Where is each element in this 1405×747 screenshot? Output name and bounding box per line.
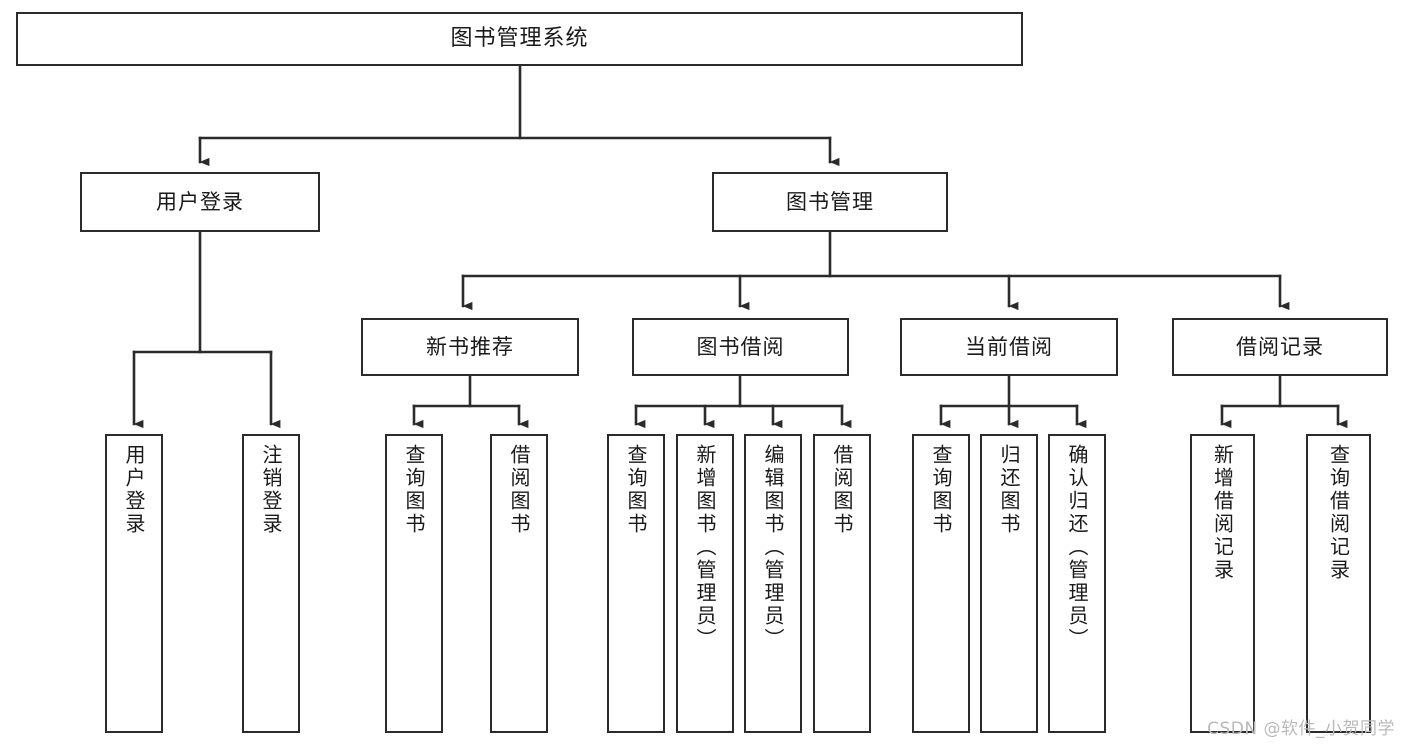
leaf-user-login[interactable]: 用户登录 [105,434,163,733]
leaf-add-book-admin[interactable]: 新增图书（管理员） [676,434,734,733]
node-label: 新增图书（管理员） [693,444,717,651]
node-label: 借阅记录 [1236,334,1324,359]
leaf-confirm-return-admin[interactable]: 确认归还（管理员） [1048,434,1106,733]
node-label: 用户登录 [122,444,146,536]
node-label: 查询图书 [624,444,648,536]
node-label: 图书借阅 [696,334,785,359]
leaf-borrow-book[interactable]: 借阅图书 [813,434,871,733]
node-label: 借阅图书 [830,444,854,536]
node-label: 图书管理 [786,189,874,214]
node-label: 用户登录 [156,189,244,214]
node-new-book-recommend[interactable]: 新书推荐 [361,318,579,376]
node-user-login[interactable]: 用户登录 [80,172,320,232]
node-label: 查询借阅记录 [1326,444,1351,582]
node-current-borrow[interactable]: 当前借阅 [900,318,1118,376]
node-label: 编辑图书（管理员） [761,444,785,651]
leaf-query-borrow-record[interactable]: 查询借阅记录 [1306,434,1371,733]
node-borrow-record[interactable]: 借阅记录 [1172,318,1388,376]
node-label: 查询图书 [929,444,953,536]
node-label: 查询图书 [402,444,426,536]
node-label: 新书推荐 [426,334,514,359]
node-label: 当前借阅 [965,334,1053,359]
node-label: 新增借阅记录 [1210,444,1235,582]
node-root-system[interactable]: 图书管理系统 [16,12,1023,66]
csdn-watermark: CSDN @软件_小贺同学 [1207,719,1395,739]
leaf-query-book-current[interactable]: 查询图书 [912,434,970,733]
leaf-return-book[interactable]: 归还图书 [980,434,1038,733]
node-book-management[interactable]: 图书管理 [712,172,948,232]
leaf-logout-login[interactable]: 注销登录 [242,434,300,733]
leaf-query-book-borrow[interactable]: 查询图书 [607,434,665,733]
leaf-borrow-book-recommend[interactable]: 借阅图书 [490,434,548,733]
node-book-borrow[interactable]: 图书借阅 [632,318,849,376]
leaf-query-book-recommend[interactable]: 查询图书 [385,434,443,733]
node-label: 注销登录 [259,444,283,536]
node-label: 确认归还（管理员） [1065,444,1089,651]
node-label: 归还图书 [997,444,1021,536]
leaf-edit-book-admin[interactable]: 编辑图书（管理员） [744,434,802,733]
node-label: 图书管理系统 [450,26,589,52]
leaf-add-borrow-record[interactable]: 新增借阅记录 [1190,434,1255,733]
node-label: 借阅图书 [507,444,531,536]
